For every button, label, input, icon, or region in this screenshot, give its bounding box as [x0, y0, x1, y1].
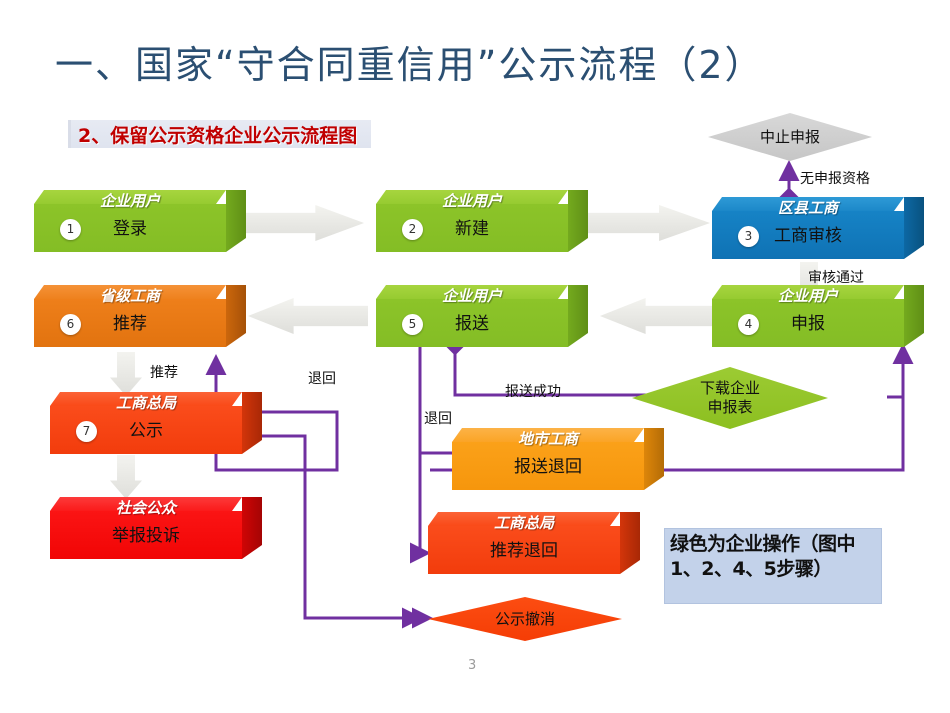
box-front-face: [452, 442, 644, 490]
edge-label-submit-success: 报送成功: [505, 384, 561, 400]
arrow-declare-to-submit: [600, 298, 720, 334]
legend-text: 绿色为企业操作（图中1、2、4、5步骤）: [670, 533, 856, 580]
node-provincial-recommend[interactable]: 省级工商 6 推荐: [34, 285, 246, 347]
arrow-login-to-new: [236, 205, 364, 241]
arrow-publicity-to-public: [110, 455, 142, 499]
box-side-face: [226, 285, 246, 347]
decision-stop-declaration: 中止申报: [708, 113, 872, 161]
box-top-face: [50, 392, 242, 406]
edge-label-review-passed: 审核通过: [808, 270, 864, 286]
node-step-number: 5: [402, 314, 423, 335]
box-top-face: [428, 512, 620, 526]
edge-label-return-left: 退回: [308, 371, 336, 387]
arrow-recommend-to-publicity: [110, 352, 142, 396]
arrow-shape: [576, 205, 710, 241]
box-top-face: [452, 428, 644, 442]
node-enterprise-login[interactable]: 企业用户 1 登录: [34, 190, 246, 252]
arrow-shape: [110, 455, 142, 499]
box-side-face: [644, 428, 664, 490]
box-side-face: [568, 285, 588, 347]
box-side-face: [226, 190, 246, 252]
box-side-face: [904, 197, 924, 259]
box-side-face: [242, 392, 262, 454]
box-top-face: [50, 497, 242, 511]
edge-label-return-mid: 退回: [424, 411, 452, 427]
box-top-face: [376, 285, 568, 299]
box-front-face: [50, 511, 242, 559]
decision-publicity-cancelled: 公示撤消: [428, 597, 622, 641]
node-step-number: 1: [60, 219, 81, 240]
decision-download-form: 下载企业 申报表: [632, 367, 828, 429]
node-enterprise-declare[interactable]: 企业用户 4 申报: [712, 285, 924, 347]
edge-label-no-qualification: 无申报资格: [800, 171, 870, 187]
box-top-face: [34, 285, 226, 299]
box-side-face: [904, 285, 924, 347]
node-step-number: 6: [60, 314, 81, 335]
decision-label-line1: 下载企业: [699, 379, 760, 397]
box-top-face: [34, 190, 226, 204]
page-title: 一、国家“守合同重信用”公示流程（2）: [55, 43, 765, 87]
arrow-shape: [600, 298, 720, 334]
decision-label: 公示撤消: [494, 609, 555, 628]
page-number: 3: [468, 658, 477, 673]
node-district-review[interactable]: 区县工商 3 工商审核: [712, 197, 924, 259]
node-municipal-return[interactable]: 地市工商 报送退回: [452, 428, 664, 490]
node-saic-publicity[interactable]: 工商总局 7 公示: [50, 392, 262, 454]
box-front-face: [428, 526, 620, 574]
node-public-complaint[interactable]: 社会公众 举报投诉: [50, 497, 262, 559]
box-top-face: [712, 197, 904, 211]
box-side-face: [568, 190, 588, 252]
subtitle-text: 2、保留公示资格企业公示流程图: [78, 125, 358, 147]
box-top-face: [712, 285, 904, 299]
decision-label-line2: 申报表: [707, 398, 753, 416]
node-saic-recommend-return[interactable]: 工商总局 推荐退回: [428, 512, 640, 574]
box-top-face: [376, 190, 568, 204]
arrow-shape: [236, 205, 364, 241]
node-step-number: 4: [738, 314, 759, 335]
legend-box: [664, 528, 882, 604]
node-step-number: 3: [738, 226, 759, 247]
box-side-face: [242, 497, 262, 559]
node-enterprise-submit[interactable]: 企业用户 5 报送: [376, 285, 588, 347]
arrow-shape: [110, 352, 142, 396]
node-step-number: 7: [76, 421, 97, 442]
arrow-shape: [248, 298, 368, 334]
subtitle-band: [68, 120, 371, 148]
node-step-number: 2: [402, 219, 423, 240]
box-side-face: [620, 512, 640, 574]
arrow-new-to-review: [576, 205, 710, 241]
arrow-submit-to-recommend: [248, 298, 368, 334]
edge-label-recommend: 推荐: [150, 365, 178, 381]
decision-label: 中止申报: [759, 127, 820, 146]
node-enterprise-new[interactable]: 企业用户 2 新建: [376, 190, 588, 252]
